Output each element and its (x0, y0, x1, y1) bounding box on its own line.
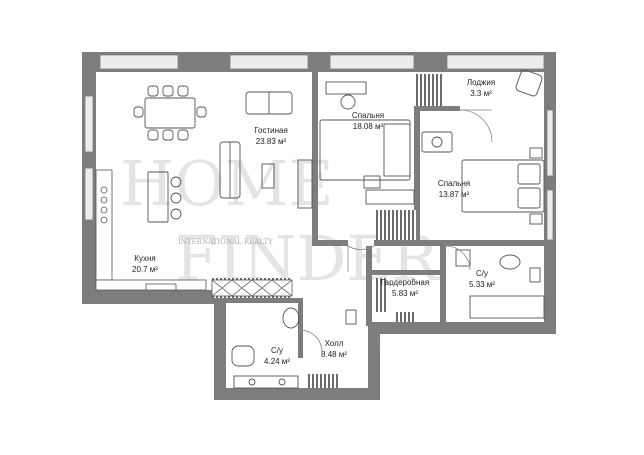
room-bath2-area: 5.33 м² (469, 280, 495, 289)
furniture (133, 69, 545, 389)
watermark-line1: HOME (120, 147, 334, 220)
kitchen-cabinets (95, 169, 293, 297)
room-living-name: Гостиная (254, 126, 288, 135)
doors (299, 109, 493, 353)
room-living-area: 23.83 м² (256, 137, 287, 146)
room-bedroom1-area: 18.08 м² (353, 122, 384, 131)
watermark-tagline: INTERNATIONAL REALTY (178, 238, 273, 246)
room-wardrobe-name: Гардеробная (381, 278, 429, 287)
room-kitchen-area: 20.7 м² (132, 265, 158, 274)
room-hall-name: Холл (325, 339, 344, 348)
room-wardrobe-area: 5.83 м² (392, 289, 418, 298)
room-bedroom1-name: Спальня (352, 111, 384, 120)
room-bedroom2-name: Спальня (438, 179, 470, 188)
room-hall-area: 8.48 м² (321, 350, 347, 359)
room-loggia-area: 3.3 м² (470, 89, 492, 98)
room-labels: Гостиная 23.83 м² Спальня 18.08 м² Лоджи… (132, 78, 495, 366)
room-kitchen-name: Кухня (134, 254, 155, 263)
room-bath1-area: 4.24 м² (264, 357, 290, 366)
room-loggia-name: Лоджия (467, 78, 495, 87)
windows (84, 54, 554, 241)
room-bedroom2-area: 13.87 м² (439, 190, 470, 199)
room-bath2-name: С/у (476, 269, 488, 278)
room-bath1-name: С/у (271, 346, 283, 355)
